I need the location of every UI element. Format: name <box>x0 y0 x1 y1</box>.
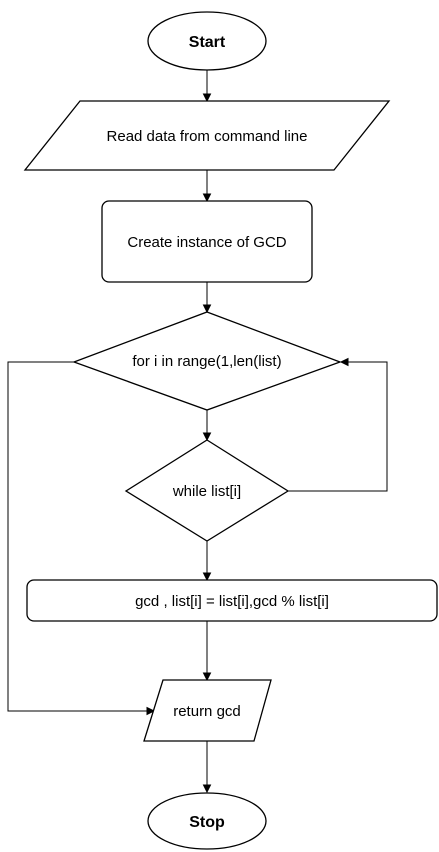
create-instance-label: Create instance of GCD <box>127 234 286 251</box>
for-loop-decision <box>72 311 342 411</box>
arrowhead-return-left <box>146 706 156 716</box>
arrowhead-stop <box>202 784 212 794</box>
edge-while-loopback-to-for <box>288 361 388 492</box>
stop-terminal <box>147 792 267 850</box>
create-instance-process <box>101 200 313 283</box>
while-label: while list[i] <box>172 483 241 500</box>
for-loop-label: for i in range(1,len(list) <box>132 353 281 370</box>
arrowhead-for <box>202 304 212 314</box>
arrowhead-assign <box>202 572 212 582</box>
assignment-process <box>26 579 438 622</box>
while-decision <box>124 439 290 542</box>
edge-for-exit-to-return <box>7 361 148 712</box>
arrowhead-return <box>202 672 212 682</box>
return-parallelogram <box>143 679 272 742</box>
read-data-label: Read data from command line <box>107 128 308 145</box>
arrowhead-create <box>202 193 212 203</box>
arrowhead-read <box>202 93 212 103</box>
arrowhead-while <box>202 432 212 442</box>
read-data-parallelogram <box>23 100 391 171</box>
stop-label: Stop <box>189 814 225 831</box>
start-label: Start <box>189 34 226 51</box>
arrowhead-for-right <box>339 357 349 367</box>
start-terminal <box>147 11 267 71</box>
assignment-label: gcd , list[i] = list[i],gcd % list[i] <box>135 593 329 610</box>
return-label: return gcd <box>173 703 241 720</box>
